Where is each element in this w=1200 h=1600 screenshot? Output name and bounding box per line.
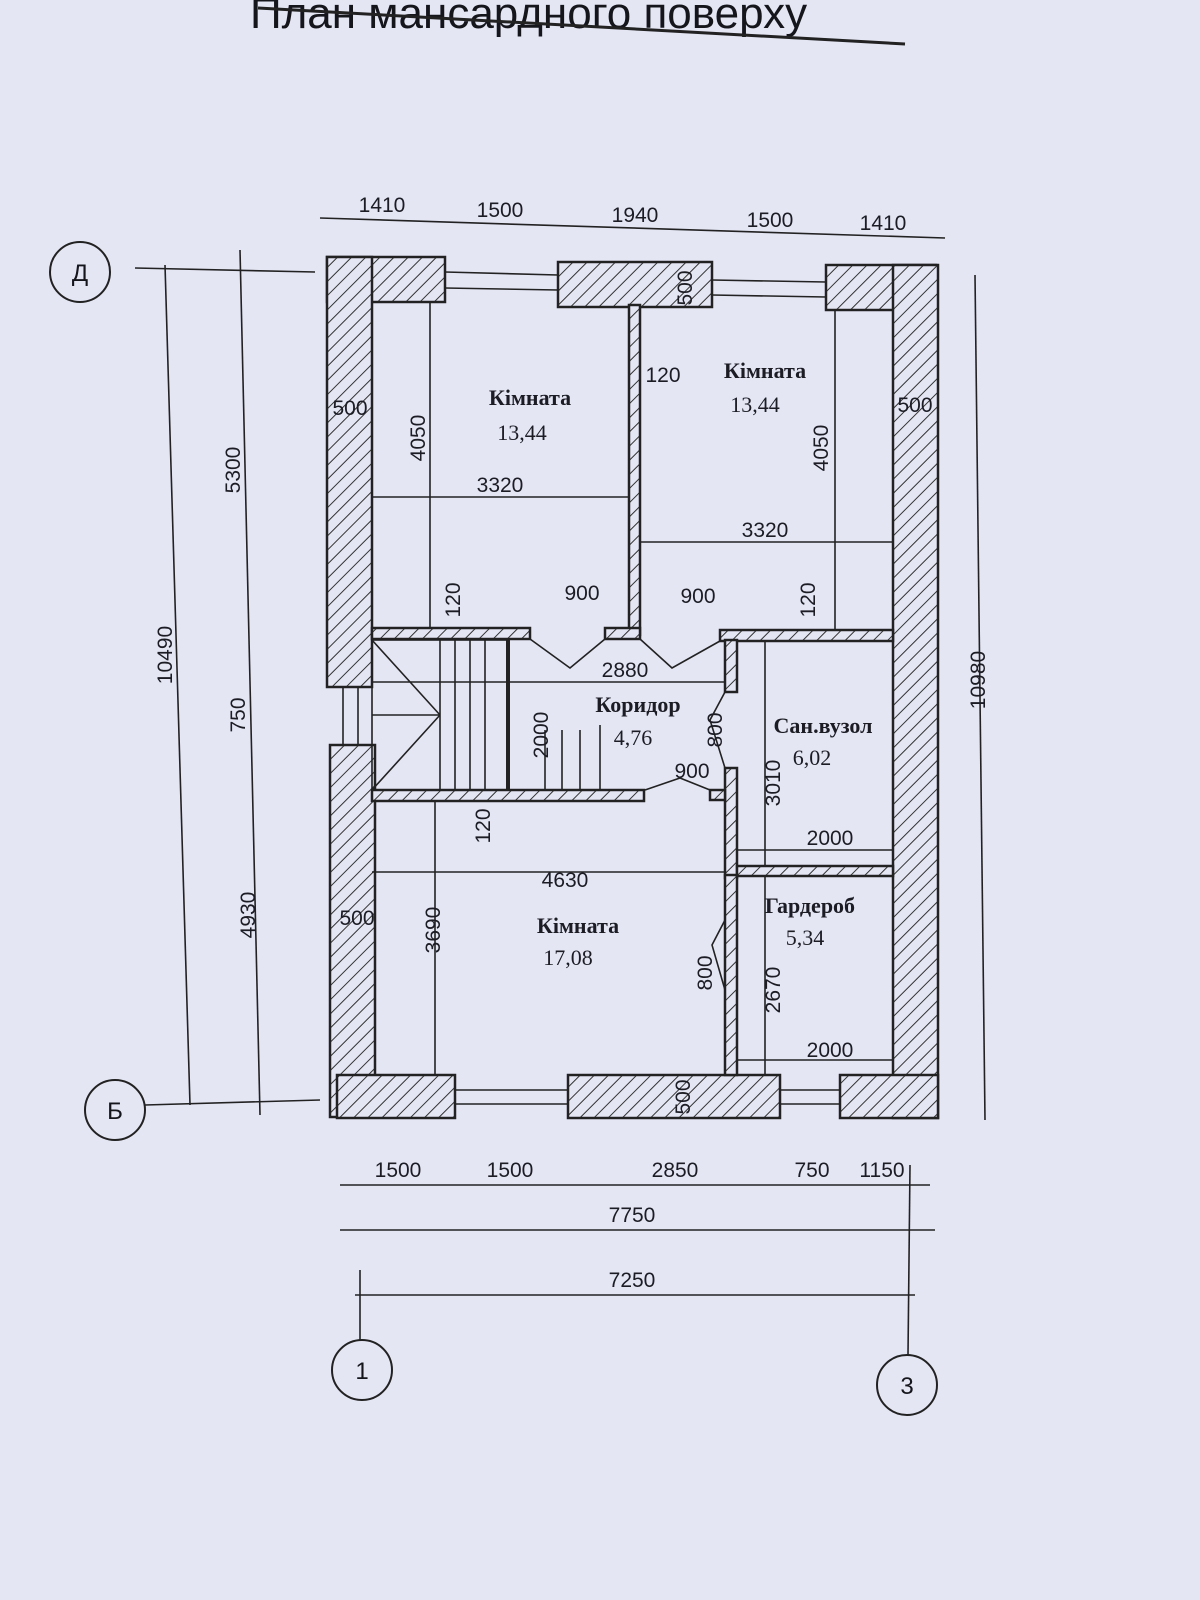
svg-text:500: 500 — [339, 907, 374, 930]
room-label: Кімната — [537, 913, 619, 938]
svg-text:4050: 4050 — [810, 425, 833, 472]
dimension-labels: 1410 1500 1940 1500 1410 1500 1500 2850 … — [154, 194, 990, 1292]
axis-marker-B: Б — [84, 1079, 146, 1141]
svg-text:800: 800 — [704, 712, 727, 747]
interior-walls — [370, 303, 895, 1077]
svg-text:120: 120 — [442, 582, 465, 617]
svg-text:2000: 2000 — [530, 712, 553, 759]
svg-text:3: 3 — [900, 1373, 913, 1400]
svg-text:7750: 7750 — [609, 1204, 656, 1227]
svg-text:3010: 3010 — [762, 760, 785, 807]
room-label: Кімната — [489, 385, 571, 410]
room-labels: Кімната 13,44 Кімната 13,44 Коридор 4,76… — [489, 358, 873, 970]
room-area: 13,44 — [497, 420, 547, 445]
svg-text:1: 1 — [355, 1358, 368, 1385]
svg-text:2000: 2000 — [807, 1039, 854, 1062]
svg-text:800: 800 — [694, 955, 717, 990]
svg-text:3320: 3320 — [742, 519, 789, 542]
svg-text:10980: 10980 — [967, 651, 990, 709]
svg-text:1410: 1410 — [359, 194, 406, 217]
svg-text:120: 120 — [472, 808, 495, 843]
axis-marker-D: Д — [49, 241, 111, 303]
room-label: Кімната — [724, 358, 806, 383]
svg-text:Д: Д — [72, 260, 88, 287]
axis-marker-3: 3 — [876, 1354, 938, 1416]
svg-text:120: 120 — [797, 582, 820, 617]
plan-title: План мансардного поверху — [250, 0, 807, 38]
svg-text:900: 900 — [674, 760, 709, 783]
room-area: 13,44 — [730, 392, 780, 417]
svg-text:1410: 1410 — [860, 212, 907, 235]
room-area: 4,76 — [614, 725, 653, 750]
svg-text:4630: 4630 — [542, 869, 589, 892]
svg-text:1500: 1500 — [487, 1159, 534, 1182]
svg-text:1500: 1500 — [747, 209, 794, 232]
svg-text:750: 750 — [794, 1159, 829, 1182]
svg-text:1500: 1500 — [375, 1159, 422, 1182]
svg-text:7250: 7250 — [609, 1269, 656, 1292]
room-area: 6,02 — [793, 745, 832, 770]
svg-text:1150: 1150 — [859, 1159, 904, 1182]
room-area: 5,34 — [786, 925, 825, 950]
svg-text:4050: 4050 — [407, 415, 430, 462]
svg-text:3320: 3320 — [477, 474, 524, 497]
svg-text:5300: 5300 — [222, 447, 245, 494]
svg-text:2850: 2850 — [652, 1159, 699, 1182]
svg-text:3690: 3690 — [422, 907, 445, 954]
title-underline — [257, 6, 906, 46]
svg-text:4930: 4930 — [237, 892, 260, 939]
room-label: Сан.вузол — [774, 713, 873, 738]
svg-text:900: 900 — [680, 585, 715, 608]
room-label: Коридор — [595, 692, 680, 717]
svg-text:2000: 2000 — [807, 827, 854, 850]
svg-text:120: 120 — [645, 364, 680, 387]
svg-text:500: 500 — [897, 394, 932, 417]
dimension-lines — [134, 217, 986, 1356]
svg-text:1500: 1500 — [477, 199, 524, 222]
svg-text:900: 900 — [564, 582, 599, 605]
svg-text:2670: 2670 — [762, 967, 785, 1014]
svg-text:2880: 2880 — [602, 659, 649, 682]
svg-text:1940: 1940 — [612, 204, 659, 227]
svg-text:500: 500 — [332, 397, 367, 420]
room-area: 17,08 — [543, 945, 593, 970]
svg-text:500: 500 — [672, 1079, 695, 1114]
outer-walls — [325, 255, 940, 1120]
svg-text:Б: Б — [107, 1098, 123, 1125]
svg-text:10490: 10490 — [154, 626, 177, 684]
room-label: Гардероб — [765, 893, 855, 918]
axis-marker-1: 1 — [331, 1339, 393, 1401]
svg-text:500: 500 — [674, 270, 697, 305]
svg-text:750: 750 — [227, 697, 250, 732]
